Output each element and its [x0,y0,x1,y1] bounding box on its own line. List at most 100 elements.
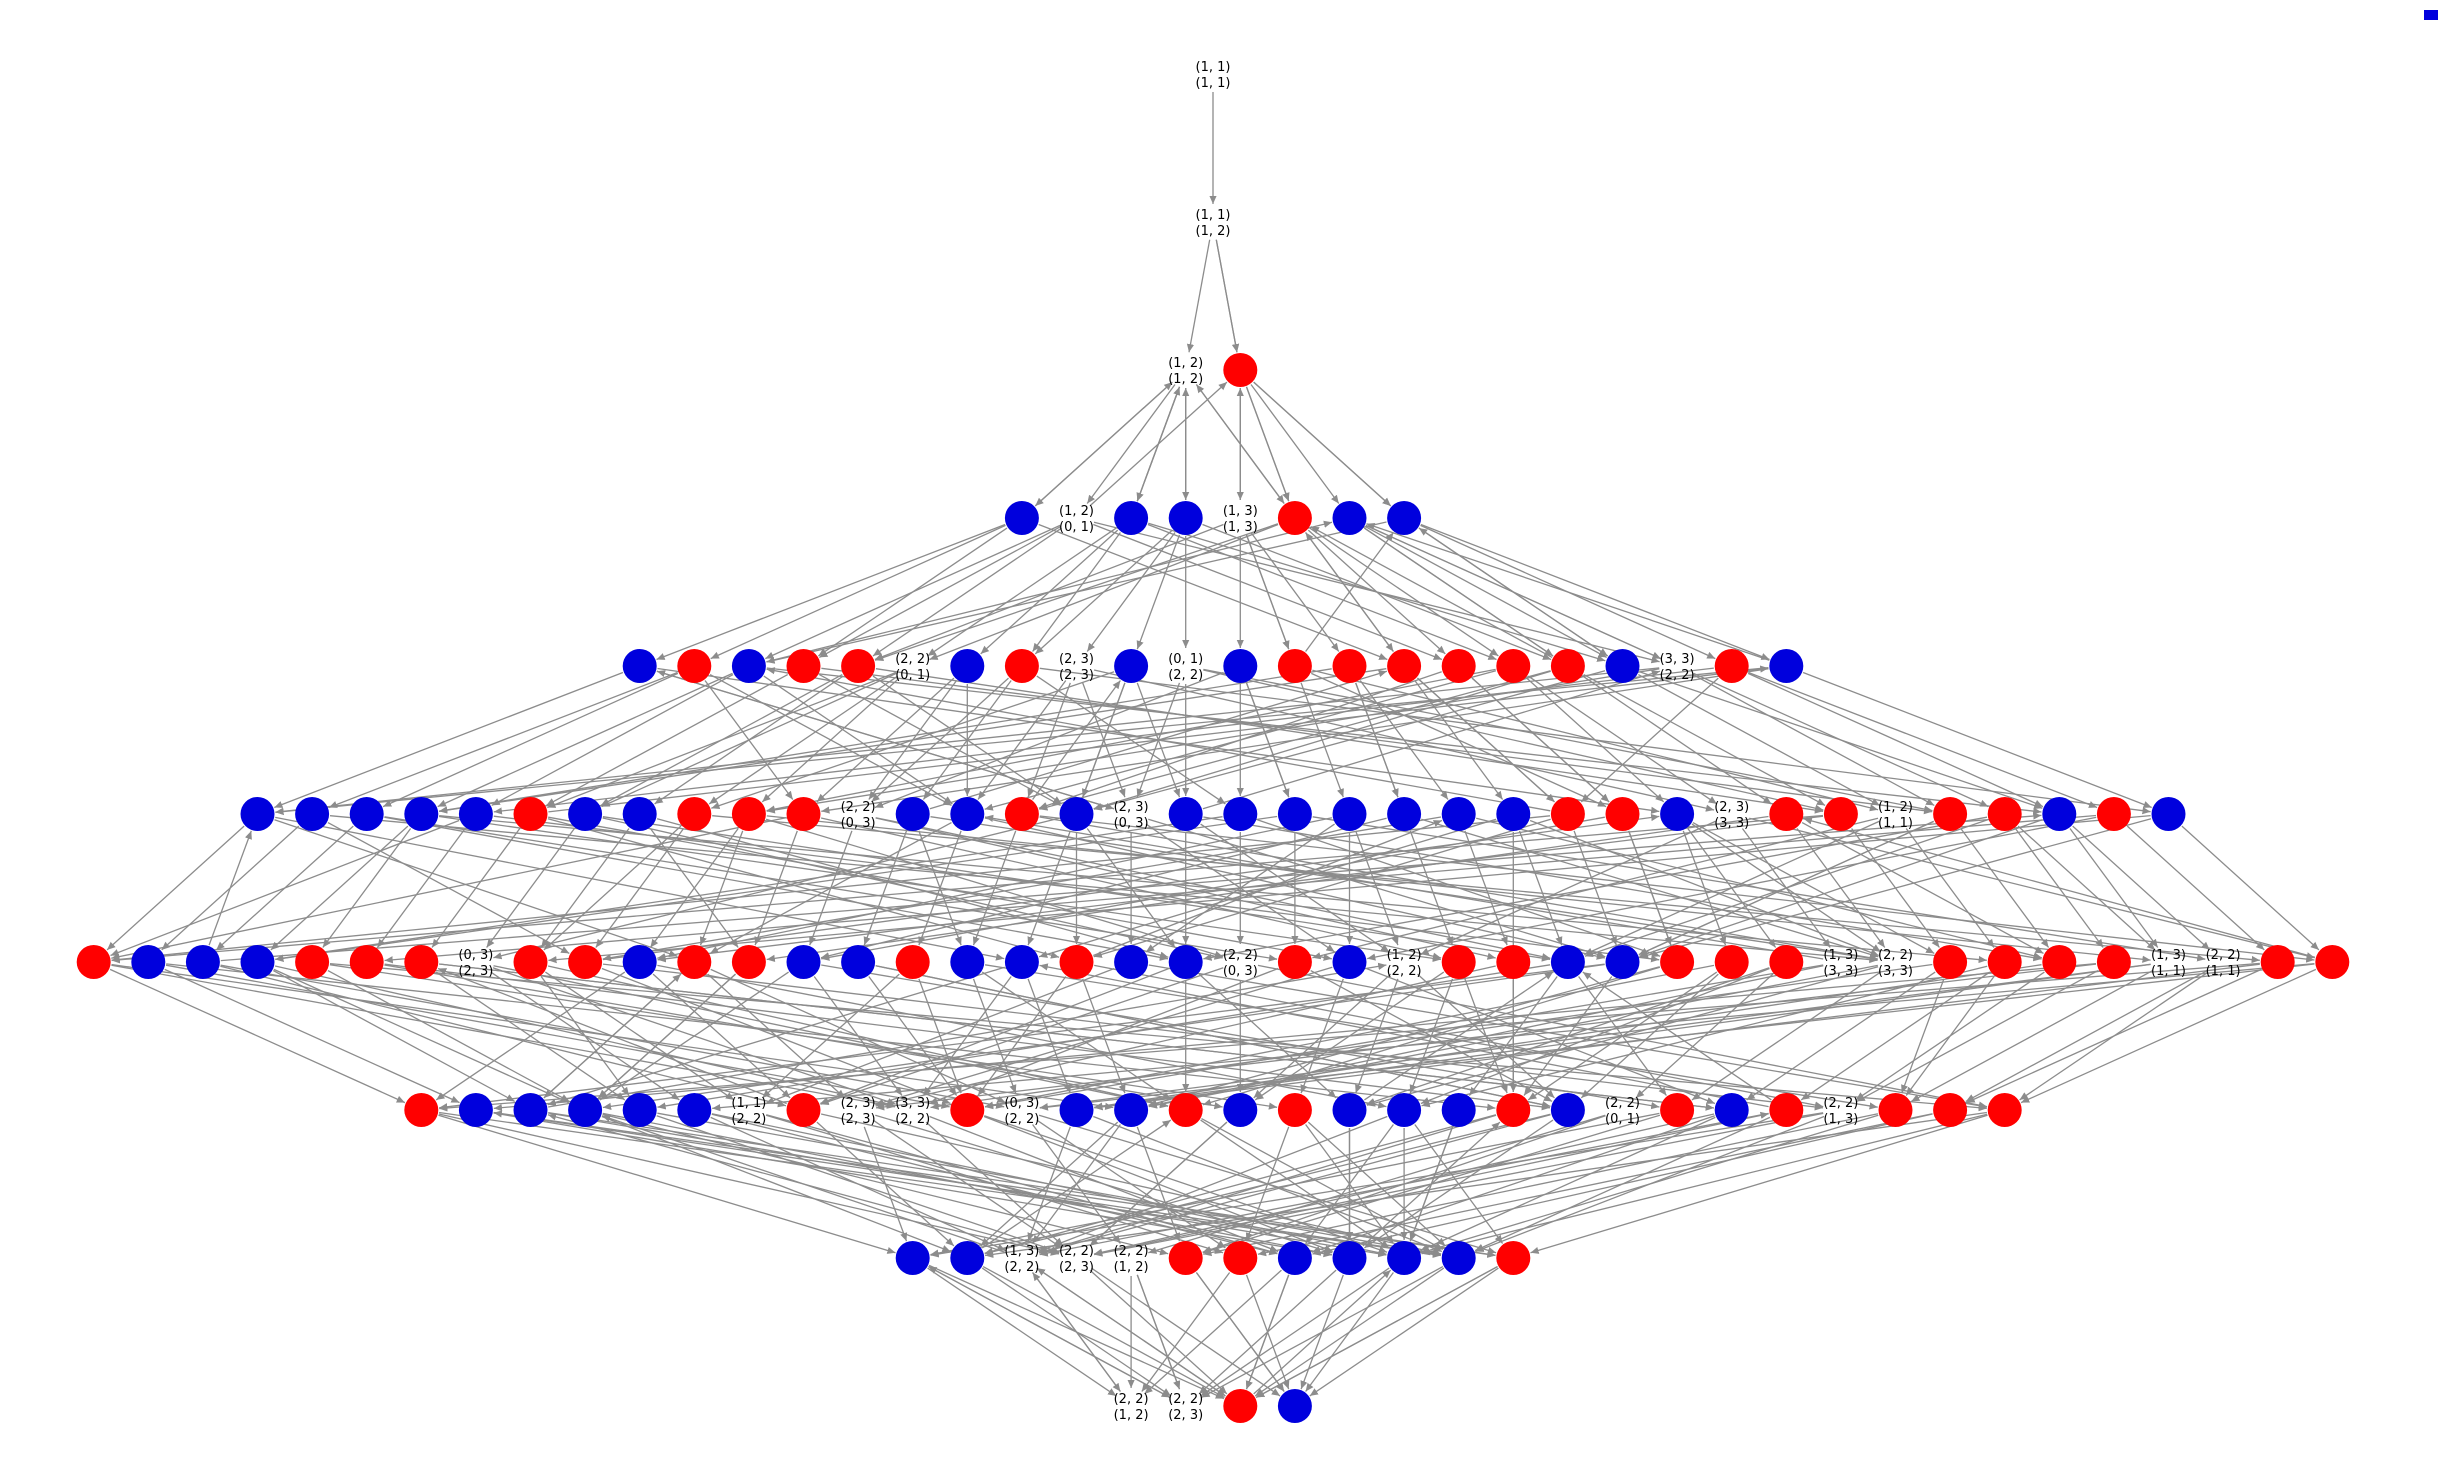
node-label: (2, 2)(0, 1) [895,652,930,683]
graph-edge [1801,822,2044,954]
node-blue [1441,797,1476,831]
node-red [2315,945,2350,979]
node-blue [1550,945,1585,979]
graph-edge [766,521,1387,664]
node-label-line: (2, 2) [1114,1392,1149,1407]
node-red [950,1093,985,1127]
graph-edge [1309,527,1499,657]
node-red [1660,945,1695,979]
node-red [1168,1093,1203,1127]
graph-edge [439,668,1387,814]
node-blue [1114,945,1149,979]
graph-edge [1580,973,1719,1099]
graph-edge [1639,671,2043,810]
node-blue [786,945,821,979]
node-label: (1, 2)(0, 1) [1059,504,1094,535]
node-blue [895,797,930,831]
node-label-line: (1, 1) [1196,208,1231,223]
graph-edge [1960,828,2050,948]
graph-edge [1253,1269,1392,1395]
node-label-line: (3, 3) [1823,964,1858,979]
graph-edge [820,967,1170,1105]
graph-edge [493,962,2097,1112]
graph-edge [1094,963,2151,1111]
graph-edge [106,825,245,951]
node-label: (2, 2)(0, 3) [841,800,876,831]
graph-edge [1748,671,2098,809]
node-red [568,945,603,979]
node-blue [458,1093,493,1127]
graph-edge [1089,1121,1228,1247]
node-blue [1441,1241,1476,1275]
graph-edge [220,965,787,1108]
node-red [1277,649,1312,683]
node-red [349,945,384,979]
graph-edge [1202,670,1661,810]
graph-edge [1245,534,1290,650]
node-blue [1387,501,1422,535]
node-blue [1114,649,1149,683]
node-red [895,945,930,979]
node-red [1223,1389,1258,1423]
graph-edge [1089,381,1228,507]
graph-edge [1639,819,2043,958]
node-label-line: (0, 1) [895,668,930,683]
node-red [513,945,548,979]
graph-edge [984,814,1824,960]
graph-edge [1201,1118,1444,1250]
graph-edge [1312,1113,1933,1256]
node-red [1987,1093,2022,1127]
node-label-line: (2, 2) [1878,948,1913,963]
node-label: (1, 2)(1, 2) [1168,356,1203,387]
graph-edge [601,1115,951,1253]
node-label: (3, 3)(2, 2) [1660,652,1695,683]
graph-edge [1527,675,1718,805]
graph-edge [543,973,682,1099]
graph-edge [1367,816,2097,961]
graph-edge [1038,523,1388,661]
graph-edge [1036,1267,1226,1397]
node-blue [1168,501,1203,535]
node-blue [1277,797,1312,831]
graph-edge [1141,1272,1231,1392]
node-label-line: (2, 2) [895,1112,930,1127]
graph-edge [547,966,1005,1106]
node-red [1277,1093,1312,1127]
graph-edge [1136,1274,1181,1390]
graph-edge [2020,968,2317,1104]
node-red [1823,797,1858,831]
node-blue [513,1093,548,1127]
node-label-line: (0, 3) [841,816,876,831]
node-red [1387,649,1422,683]
node-label-line: (1, 1) [1878,816,1913,831]
node-label-line: (2, 2) [1660,668,1695,683]
node-label-line: (2, 2) [1004,1260,1039,1275]
node-red [1004,797,1039,831]
graph-edge [1749,817,2315,960]
graph-edge [872,527,1062,657]
graph-edge [329,962,1987,1112]
node-label: (2, 2)(0, 1) [1605,1096,1640,1127]
node-blue [185,945,220,979]
graph-edge [1364,527,1554,657]
graph-edge [384,814,2097,964]
node-red [1441,649,1476,683]
node-red [786,797,821,831]
graph-edge [656,818,1169,959]
graph-edge [1093,819,1443,957]
graph-edge [1855,971,2045,1101]
graph-edge [273,968,569,1104]
node-blue [1769,649,1804,683]
node-label: (3, 3)(2, 2) [895,1096,930,1127]
node-label-line: (2, 3) [1168,1408,1203,1423]
node-label-line: (2, 2) [895,652,930,667]
graph-edge [491,674,734,806]
node-blue [622,649,657,683]
graph-edge [709,674,952,806]
node-red [786,649,821,683]
node-label-line: (0, 1) [1605,1112,1640,1127]
node-blue [1168,945,1203,979]
node-label: (2, 3)(3, 3) [1714,800,1749,831]
node-blue [1605,945,1640,979]
